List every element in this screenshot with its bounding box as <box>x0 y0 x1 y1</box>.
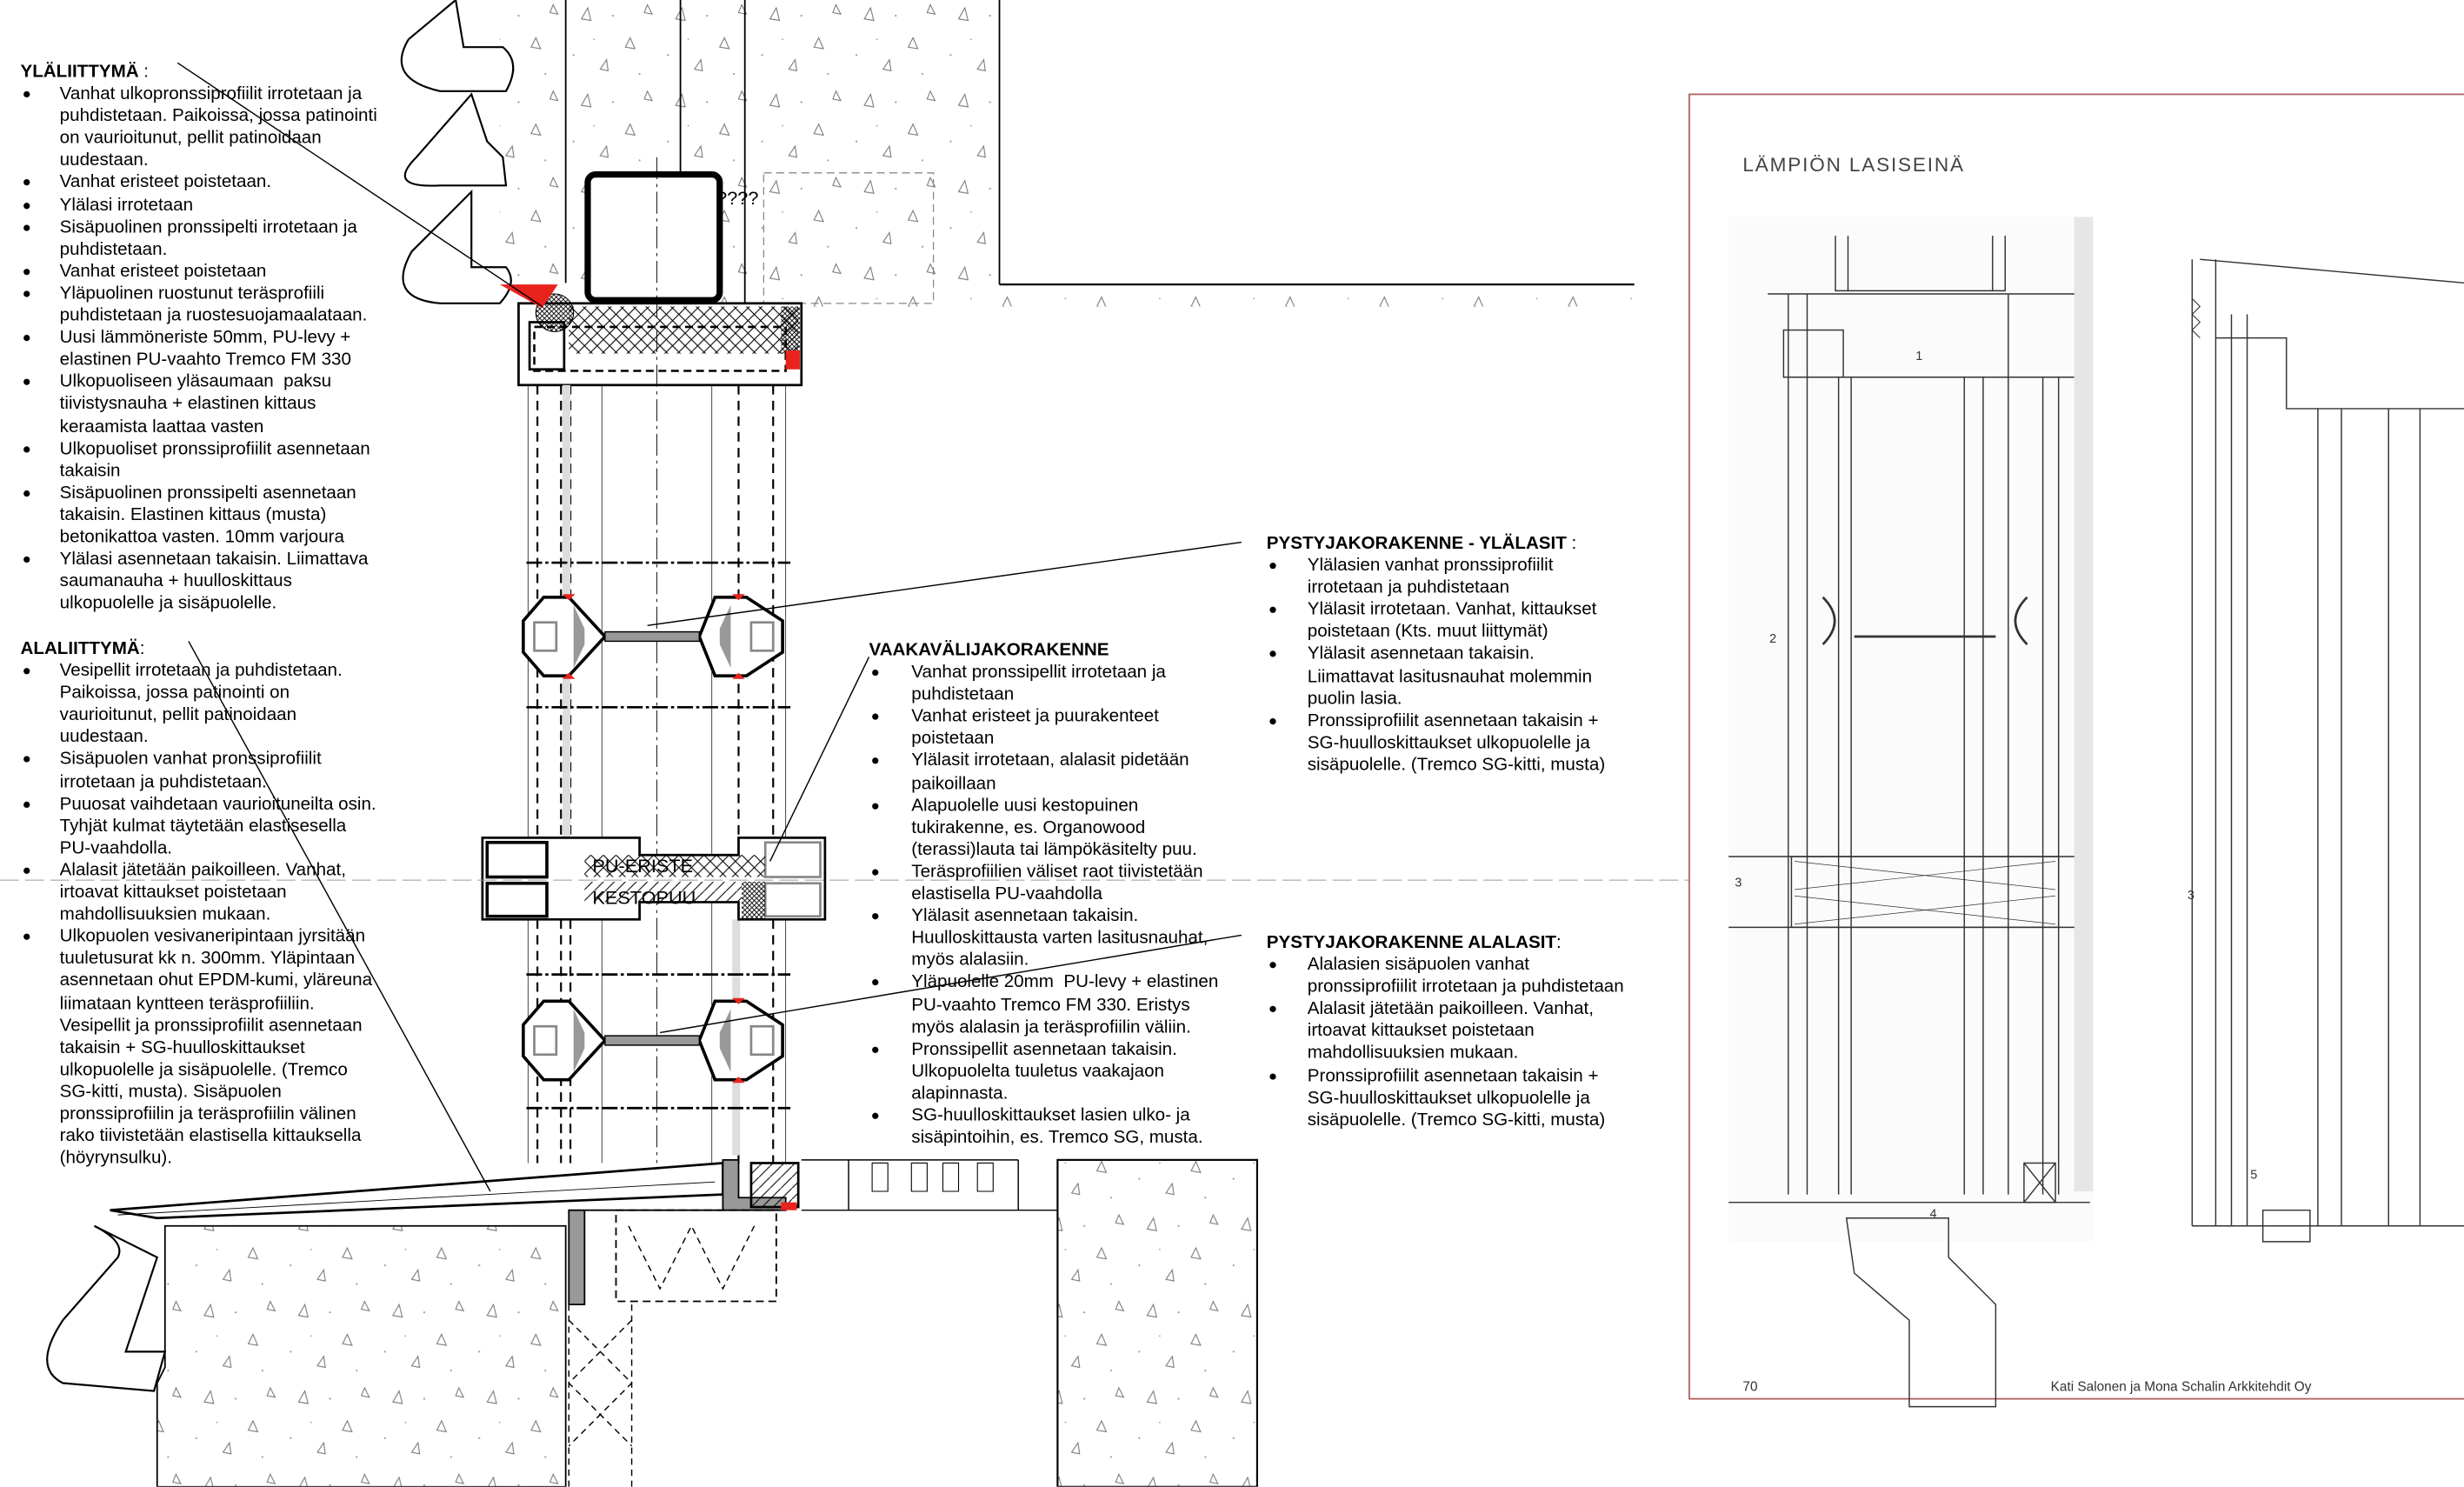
bullet-list: Vesipellit irrotetaan ja puhdistetaan. P… <box>20 660 376 1170</box>
reference-page-title: LÄMPIÖN LASISEINÄ <box>1742 154 1965 177</box>
detail-number: 3 <box>2187 888 2194 903</box>
detail-number: 3 <box>1735 875 1742 890</box>
list-item: Puuosat vaihdetaan vaurioituneilta osin.… <box>20 793 376 859</box>
list-item: Sisäpuolinen pronssipelti irrotetaan ja … <box>20 217 376 261</box>
reference-page-number: 70 <box>1742 1378 1758 1395</box>
list-item: Pronssiprofiilit asennetaan takaisin + S… <box>1267 710 1605 776</box>
list-item: Alapuolelle uusi kestopuinen tukirakenne… <box>869 795 1218 861</box>
mullion-lower-glass-notes: PYSTYJAKORAKENNE ALALASIT:Alalasien sisä… <box>1267 932 1624 1131</box>
list-item: Ylälasit irrotetaan. Vanhat, kittaukset … <box>1267 599 1605 643</box>
bullet-list: Vanhat ulkopronssiprofiilit irrotetaan j… <box>20 83 377 615</box>
detail-number: 1 <box>1915 349 1923 363</box>
mullion-upper <box>522 594 784 679</box>
section-title-colon: : <box>1556 933 1562 953</box>
list-item: Pronssipellit asennetaan takaisin. Ulkop… <box>869 1038 1218 1104</box>
steel-tube-profile <box>584 171 723 303</box>
section-title-colon: : <box>138 63 150 82</box>
detail-number: 2 <box>1769 631 1777 646</box>
leader-lines <box>176 62 1242 1192</box>
mullion-lower <box>522 997 784 1084</box>
list-item: Vanhat ulkopronssiprofiilit irrotetaan j… <box>20 83 377 172</box>
section-heading: YLÄLIITTYMÄ : <box>20 61 376 83</box>
section-heading: ALALIITTYMÄ: <box>20 638 376 660</box>
bullet-list: Vanhat pronssipellit irrotetaan ja puhdi… <box>869 662 1218 1149</box>
list-item: Ulkopuolen vesivaneripintaan jyrsitään t… <box>20 926 376 1170</box>
list-item: Sisäpuolen vanhat pronssiprofiilit irrot… <box>20 749 376 793</box>
detail-number: 5 <box>2250 1167 2258 1183</box>
list-item: Ylälasit asennetaan takaisin. Huulloskit… <box>869 905 1218 971</box>
section-title-colon: : <box>1566 534 1577 554</box>
list-item: Alalasien sisäpuolen vanhat pronssiprofi… <box>1267 954 1624 998</box>
list-item: Ylälasien vanhat pronssiprofiilit irrote… <box>1267 555 1605 599</box>
list-item: Ylälasit asennetaan takaisin. Liimattava… <box>1267 643 1605 710</box>
upper-junction-notes: YLÄLIITTYMÄ :Vanhat ulkopronssiprofiilit… <box>20 61 376 615</box>
section-title-colon: : <box>139 639 145 659</box>
list-item: Vanhat eristeet poistetaan. <box>20 172 376 194</box>
list-item: Teräsprofiilien väliset raot tiivistetää… <box>869 861 1218 905</box>
durable-wood-label: KESTOPUU <box>592 886 696 909</box>
unknown-dimension-label: ???? <box>716 187 759 210</box>
list-item: SG-huulloskittaukset lasien ulko- ja sis… <box>869 1105 1218 1150</box>
lower-junction-notes: ALALIITTYMÄ:Vesipellit irrotetaan ja puh… <box>20 638 376 1170</box>
list-item: Uusi lämmöneriste 50mm, PU-levy + elasti… <box>20 327 376 371</box>
mullion-upper-glass-notes: PYSTYJAKORAKENNE - YLÄLASIT :Ylälasien v… <box>1267 533 1605 777</box>
reference-page <box>1688 93 2464 1408</box>
list-item: Vanhat pronssipellit irrotetaan ja puhdi… <box>869 662 1218 706</box>
section-heading: PYSTYJAKORAKENNE - YLÄLASIT : <box>1267 533 1605 555</box>
list-item: Yläpuolelle 20mm PU-levy + elastinen PU-… <box>869 972 1218 1038</box>
list-item: Ulkopuoliset pronssiprofiilit asennetaan… <box>20 438 376 483</box>
section-title: PYSTYJAKORAKENNE ALALASIT <box>1266 933 1557 953</box>
section-heading: VAAKAVÄLIJAKORAKENNE <box>869 640 1218 662</box>
section-title: PYSTYJAKORAKENNE - YLÄLASIT <box>1266 534 1567 554</box>
list-item: Alalasit jätetään paikoilleen. Vanhat, i… <box>1267 998 1624 1064</box>
list-item: Vanhat eristeet poistetaan <box>20 261 376 283</box>
transom <box>0 836 2464 921</box>
list-item: Ulkopuoliseen yläsaumaan paksu tiivistys… <box>20 371 376 437</box>
list-item: Vanhat eristeet ja puurakenteet poisteta… <box>869 706 1218 750</box>
list-item: Alalasit jätetään paikoilleen. Vanhat, i… <box>20 860 376 926</box>
list-item: Ylälasi asennetaan takaisin. Liimattava … <box>20 549 376 615</box>
section-title: YLÄLIITTYMÄ <box>20 63 139 82</box>
list-item: Sisäpuolinen pronssipelti asennetaan tak… <box>20 482 376 548</box>
section-heading: PYSTYJAKORAKENNE ALALASIT: <box>1267 932 1624 954</box>
detail-number: 4 <box>1929 1207 1937 1222</box>
list-item: Ylälasit irrotetaan, alalasit pidetään p… <box>869 750 1218 795</box>
list-item: Vesipellit irrotetaan ja puhdistetaan. P… <box>20 660 376 749</box>
list-item: Yläpuolinen ruostunut teräsprofiili puhd… <box>20 283 376 327</box>
upper-stone-profile <box>400 0 515 304</box>
section-title: VAAKAVÄLIJAKORAKENNE <box>869 641 1109 661</box>
sill-detail <box>46 1158 1259 1487</box>
reference-page-footer: Kati Salonen ja Mona Schalin Arkkitehdit… <box>2050 1378 2312 1395</box>
head-frame <box>499 284 803 387</box>
section-title: ALALIITTYMÄ <box>20 639 140 659</box>
list-item: Pronssiprofiilit asennetaan takaisin + S… <box>1267 1065 1624 1131</box>
bullet-list: Alalasien sisäpuolen vanhat pronssiprofi… <box>1267 954 1624 1131</box>
bullet-list: Ylälasien vanhat pronssiprofiilit irrote… <box>1267 555 1605 777</box>
pu-insulation-label: PU-ERISTE <box>592 855 694 877</box>
list-item: Ylälasi irrotetaan <box>20 194 376 216</box>
